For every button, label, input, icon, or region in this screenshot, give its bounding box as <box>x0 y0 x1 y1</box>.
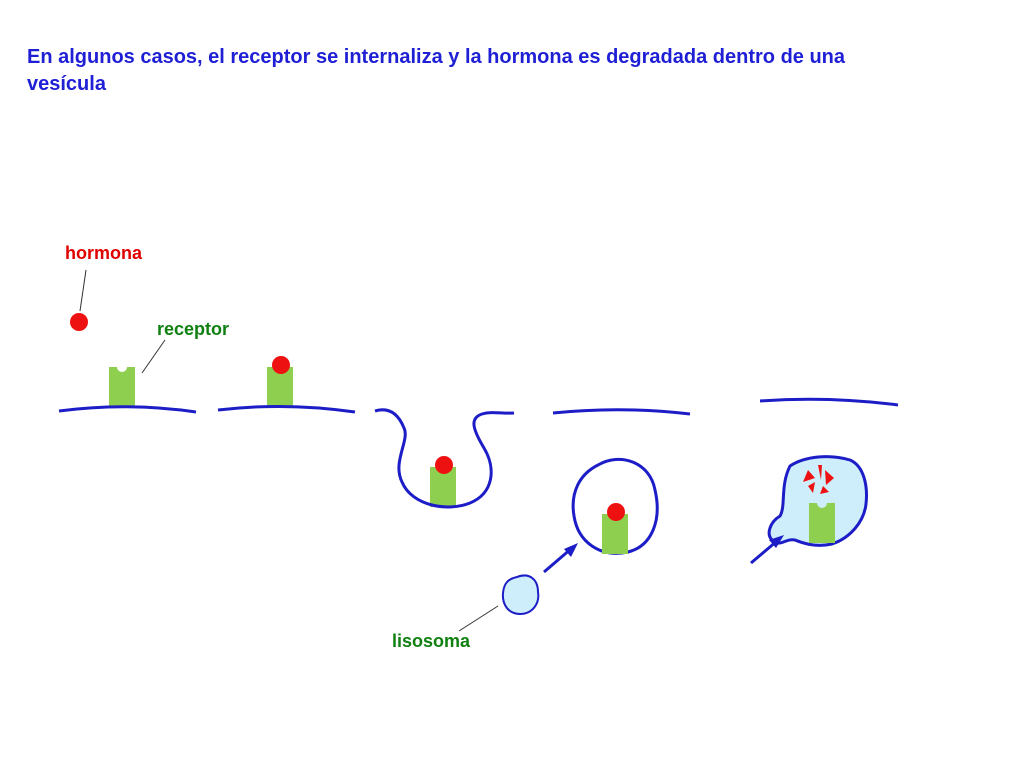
stage-1 <box>58 313 197 414</box>
diagram-title: En algunos casos, el receptor se interna… <box>27 46 846 95</box>
hormone-invaginating <box>435 456 453 474</box>
hormona-label: hormona <box>65 243 143 263</box>
stage-2 <box>217 356 356 414</box>
lysosome <box>501 574 540 616</box>
secondary-lysosome <box>767 455 868 547</box>
lisosoma-leader-line <box>458 605 499 632</box>
degraded-hormone <box>803 465 834 494</box>
membrane-1 <box>58 405 197 414</box>
arrowhead-to-vesicle <box>564 543 578 557</box>
lisosoma-label: lisosoma <box>392 631 471 651</box>
stage-5 <box>750 397 899 565</box>
receptor-leader-line <box>141 339 166 374</box>
stage-3 <box>374 408 515 509</box>
hormone-in-vesicle <box>607 503 625 521</box>
membrane-2 <box>217 404 356 414</box>
arrowhead-to-lysosome <box>769 535 784 548</box>
receptor-in-lysosome <box>809 503 835 543</box>
arrow-to-lysosome <box>750 539 778 565</box>
membrane-5 <box>759 397 899 407</box>
membrane-4 <box>552 408 691 416</box>
free-hormone <box>70 313 88 331</box>
receptor-label: receptor <box>157 319 230 339</box>
hormona-leader-line <box>79 269 87 312</box>
membrane-invagination <box>374 408 515 509</box>
stage-4 <box>543 408 691 574</box>
receptor-empty <box>109 367 135 407</box>
bound-hormone <box>272 356 290 374</box>
